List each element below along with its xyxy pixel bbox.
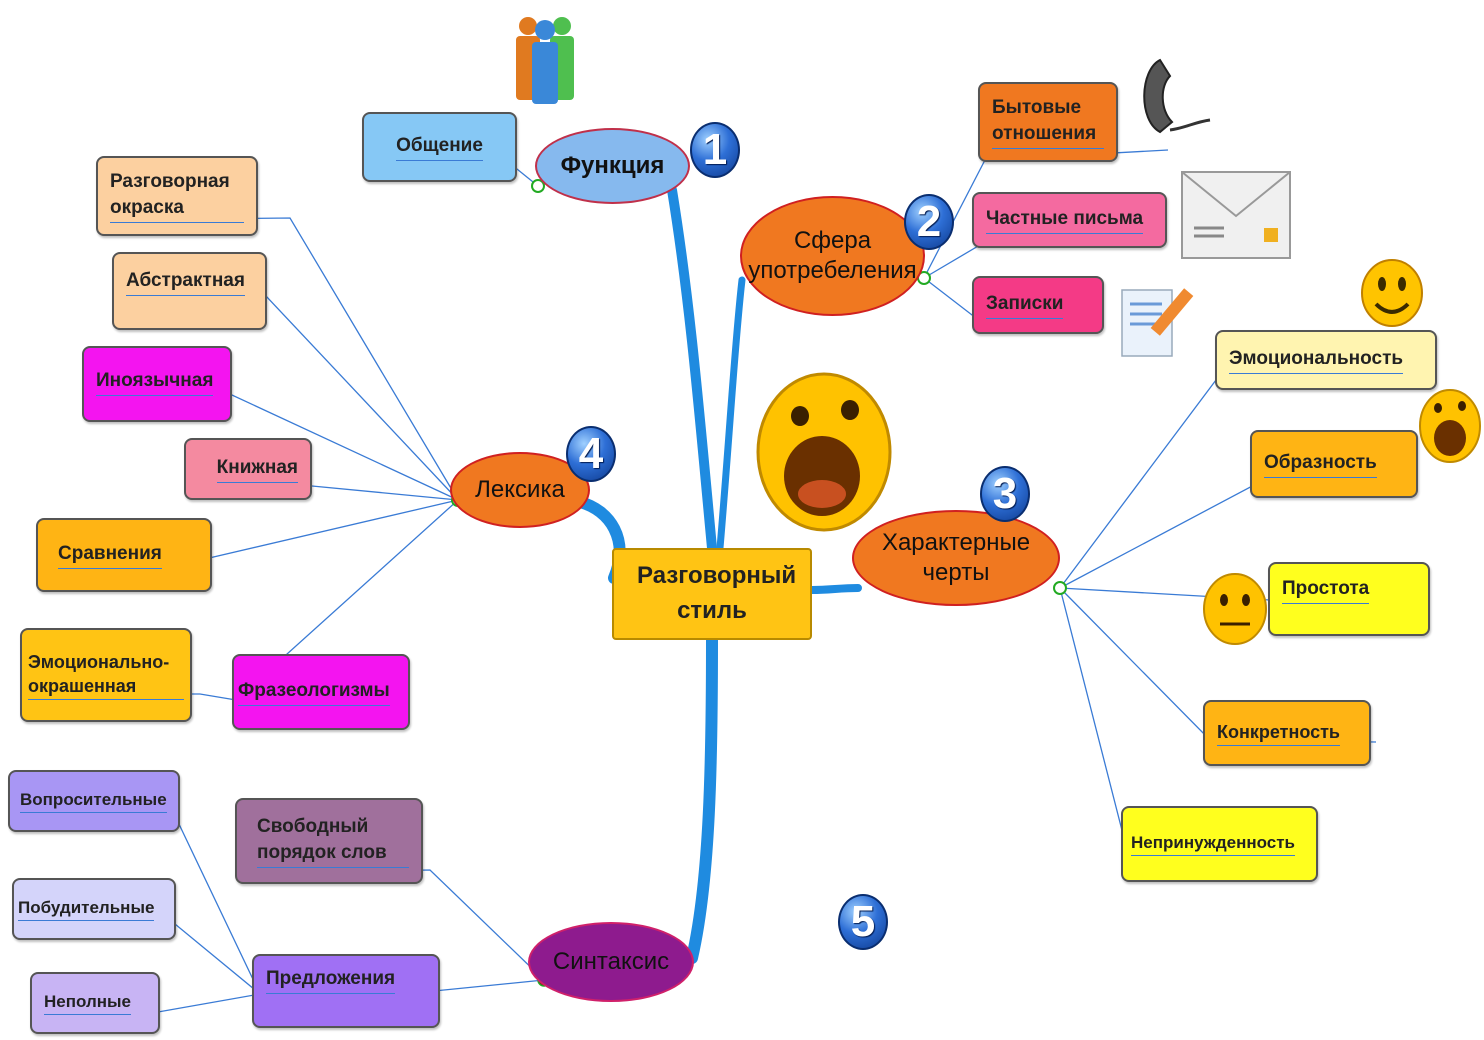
number-badge-2: 2 [904,194,954,250]
branch-function-node[interactable]: Функция [535,128,690,204]
branch-traits-node[interactable]: Характерные черты [852,510,1060,606]
node-sravneniya[interactable]: Сравнения [36,518,212,592]
number-badge-3: 3 [980,466,1030,522]
note-pencil-icon [1121,288,1194,357]
branch-lexicon-node[interactable]: Лексика [450,452,590,528]
branch-traits [808,584,862,594]
node-emotsionalnost[interactable]: Эмоциональность [1215,330,1437,390]
center-label: Разговорный стиль [637,562,797,624]
node-emotsionalno-okrashennaya[interactable]: Эмоционально-окрашенная [20,628,192,722]
node-neprinuzhdennost[interactable]: Непринужденность [1121,806,1318,882]
number-badge-1: 1 [690,122,740,178]
node-nepolnye[interactable]: Неполные [30,972,160,1034]
branch-sphere-node[interactable]: Сфера употребеления [740,196,925,316]
node-inoyazychnaya[interactable]: Иноязычная [82,346,232,422]
smiley-icon [1361,259,1423,327]
node-voprositelnye[interactable]: Вопросительные [8,770,180,832]
node-obraznost[interactable]: Образность [1250,430,1418,498]
node-frazeologizmy[interactable]: Фразеологизмы [232,654,410,730]
node-pobuditelnye[interactable]: Побудительные [12,878,176,940]
branch-function [667,185,717,553]
node-predlozheniya[interactable]: Предложения [252,954,440,1028]
branch-sphere-label: Сфера употребеления [748,227,917,284]
node-abstraktnaya[interactable]: Абстрактная [112,252,267,330]
branch-lexicon-label: Лексика [475,476,565,503]
node-chastnye-pisma[interactable]: Частные письма [972,192,1167,248]
center-node[interactable]: Разговорный стиль [612,548,812,640]
node-zapiski[interactable]: Записки [972,276,1104,334]
node-knizhnaya[interactable]: Книжная [184,438,312,500]
branch-sphere [716,276,746,552]
envelope-icon [1181,171,1291,259]
node-razgovornaya-okraska[interactable]: Разговорная окраска [96,156,258,236]
node-obshchenie[interactable]: Общение [362,112,517,182]
surprised-face-icon [756,372,892,532]
branch-traits-label: Характерные черты [881,529,1031,586]
node-prostota[interactable]: Простота [1268,562,1430,636]
people-icon [516,17,574,104]
node-bytovye-otnosheniya[interactable]: Бытовые отношения [978,82,1118,162]
branch-function-label: Функция [560,152,665,179]
branch-syntax-label: Синтаксис [552,948,670,975]
node-konkretnost[interactable]: Конкретность [1203,700,1371,766]
number-badge-4: 4 [566,426,616,482]
node-svobodnyy-poryadok-slov[interactable]: Свободный порядок слов [235,798,423,884]
number-badge-5: 5 [838,894,888,950]
telephone-icon [1143,58,1211,134]
branch-syntax [686,634,718,964]
branch-syntax-node[interactable]: Синтаксис [528,922,694,1002]
surprised-face-icon [1419,389,1481,463]
neutral-face-icon [1203,573,1267,645]
